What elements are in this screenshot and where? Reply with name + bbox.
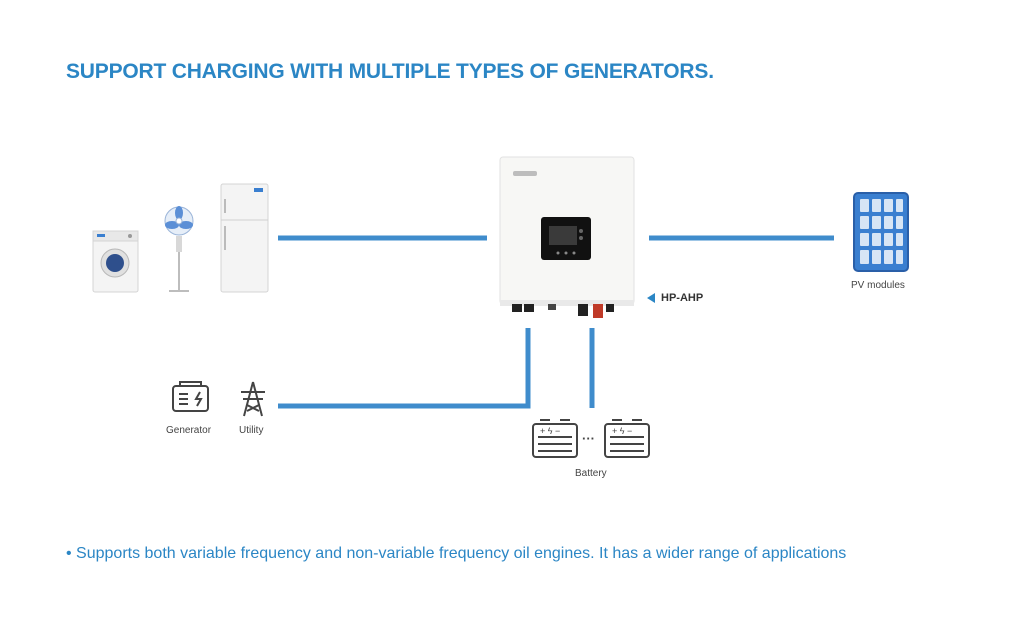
battery-icon: + ϟ −	[604, 419, 650, 458]
refrigerator-icon	[220, 183, 269, 293]
utility-label: Utility	[239, 425, 264, 436]
model-pointer-icon	[647, 293, 655, 303]
pv-modules-label: PV modules	[851, 280, 905, 291]
svg-text:+ ϟ −: + ϟ −	[612, 426, 632, 436]
inverter-model-label: HP-AHP	[661, 292, 704, 304]
footnote: • Supports both variable frequency and n…	[66, 545, 847, 562]
inverter-icon	[499, 156, 635, 318]
washing-machine-icon	[92, 230, 139, 293]
battery-label: Battery	[575, 468, 607, 479]
page-title: SUPPORT CHARGING WITH MULTIPLE TYPES OF …	[66, 60, 714, 83]
solar-panel-icon	[853, 192, 909, 272]
generator-label: Generator	[166, 425, 212, 436]
fan-icon	[164, 206, 194, 292]
battery-ellipsis: ···	[582, 431, 595, 446]
utility-tower-icon	[241, 381, 265, 417]
generator-icon	[172, 381, 209, 412]
svg-text:+ ϟ −: + ϟ −	[540, 426, 560, 436]
connection-lines	[278, 235, 834, 409]
battery-icon: + ϟ −	[532, 419, 578, 458]
generator-line	[278, 328, 531, 409]
